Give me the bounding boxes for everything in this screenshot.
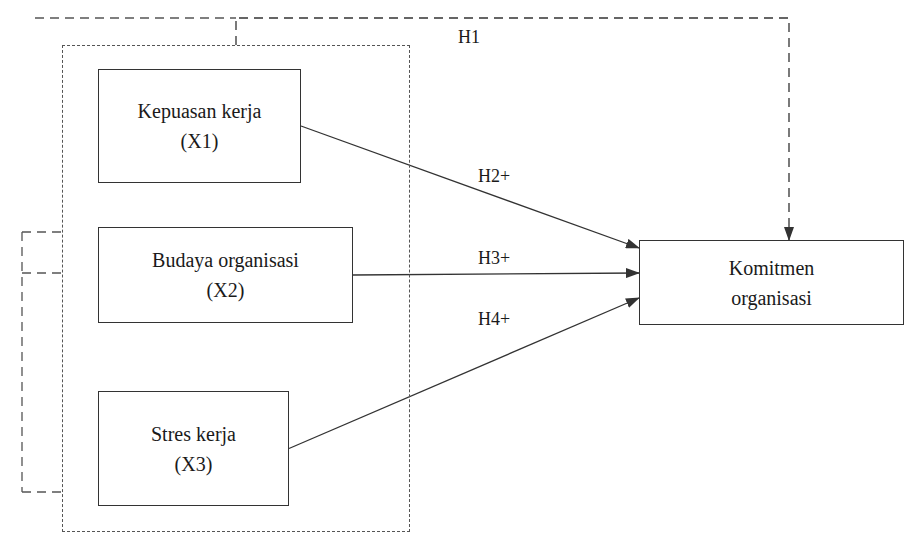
bracket-top-line <box>35 17 236 18</box>
hypothesis-label: H2+ <box>476 166 512 188</box>
node-label: Komitmen organisasi <box>697 253 847 313</box>
hypothesis-label: H3+ <box>476 248 512 270</box>
dashed-arrow <box>236 18 789 240</box>
arrow <box>353 273 639 275</box>
node-label: Stres kerja (X3) <box>134 419 254 479</box>
variable-box: Stres kerja (X3) <box>98 391 289 506</box>
outcome-box: Komitmen organisasi <box>639 240 904 325</box>
variable-box: Kepuasan kerja (X1) <box>98 69 301 183</box>
hypothesis-label: H4+ <box>476 309 512 331</box>
node-label: Budaya organisasi (X2) <box>136 245 316 305</box>
hypothesis-label: H1 <box>456 27 482 49</box>
variable-box: Budaya organisasi (X2) <box>98 227 353 323</box>
group-box: Kepuasan kerja (X1) Budaya organisasi (X2… <box>62 45 410 532</box>
node-label: Kepuasan kerja (X1) <box>125 96 275 156</box>
group-bracket <box>22 232 62 492</box>
